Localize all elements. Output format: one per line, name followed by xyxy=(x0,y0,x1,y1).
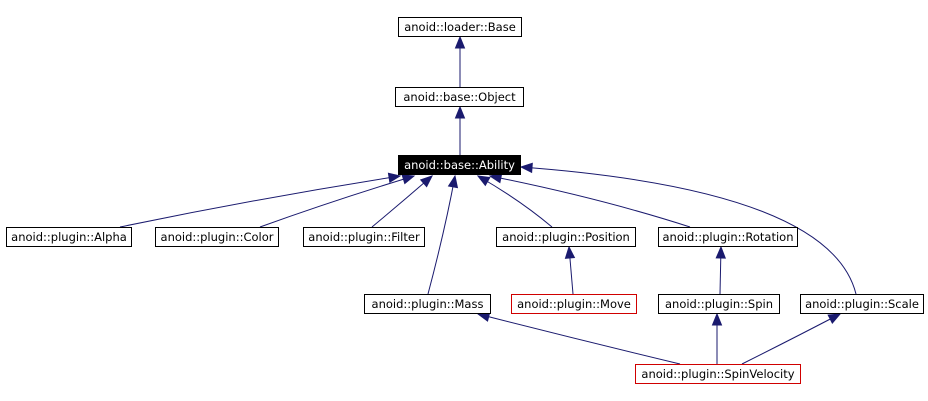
node-plugin-scale[interactable]: anoid::plugin::Scale xyxy=(800,294,924,314)
node-plugin-alpha[interactable]: anoid::plugin::Alpha xyxy=(6,227,132,247)
arrowhead-plugin_rotation xyxy=(715,245,726,259)
edge-plugin_position-to-base_ability xyxy=(477,175,553,228)
arrowhead-base_ability xyxy=(387,172,402,183)
node-plugin-filter[interactable]: anoid::plugin::Filter xyxy=(303,227,425,247)
node-plugin-mass[interactable]: anoid::plugin::Mass xyxy=(364,294,491,314)
node-loader-base[interactable]: anoid::loader::Base xyxy=(398,17,522,37)
edge-plugin_alpha-to-base_ability xyxy=(119,175,401,228)
arrowhead-base_ability xyxy=(447,174,459,189)
arrowhead-base_ability xyxy=(519,162,533,174)
arrowhead-base_ability xyxy=(401,174,416,185)
edge-plugin_mass-to-base_ability xyxy=(427,175,456,295)
edge-plugin_rotation-to-base_ability xyxy=(489,175,691,228)
node-plugin-position[interactable]: anoid::plugin::Position xyxy=(496,227,636,247)
arrowhead-base_object xyxy=(454,105,466,119)
arrowhead-base_ability xyxy=(419,175,433,188)
arrowhead-plugin_position xyxy=(564,245,576,259)
node-base-ability[interactable]: anoid::base::Ability xyxy=(398,155,521,175)
node-plugin-spin[interactable]: anoid::plugin::Spin xyxy=(658,294,780,314)
edge-plugin_scale-to-base_ability xyxy=(520,166,857,295)
node-plugin-move[interactable]: anoid::plugin::Move xyxy=(511,294,637,314)
node-base-object[interactable]: anoid::base::Object xyxy=(395,87,524,107)
arrowhead-base_ability xyxy=(476,175,491,187)
arrowhead-loader_base xyxy=(454,35,466,49)
edge-plugin_filter-to-base_ability xyxy=(371,175,433,228)
edge-plugin_spinvelocity-to-plugin_mass xyxy=(477,313,681,365)
arrowhead-plugin_spin xyxy=(711,312,723,326)
arrowhead-base_ability xyxy=(488,173,503,184)
node-plugin-rotation[interactable]: anoid::plugin::Rotation xyxy=(658,227,798,247)
arrowhead-plugin_scale xyxy=(827,313,842,324)
node-plugin-spinvelocity[interactable]: anoid::plugin::SpinVelocity xyxy=(635,364,801,384)
node-plugin-color[interactable]: anoid::plugin::Color xyxy=(155,227,279,247)
edge-plugin_spinvelocity-to-plugin_scale xyxy=(741,313,841,365)
edge-plugin_color-to-base_ability xyxy=(259,175,415,228)
